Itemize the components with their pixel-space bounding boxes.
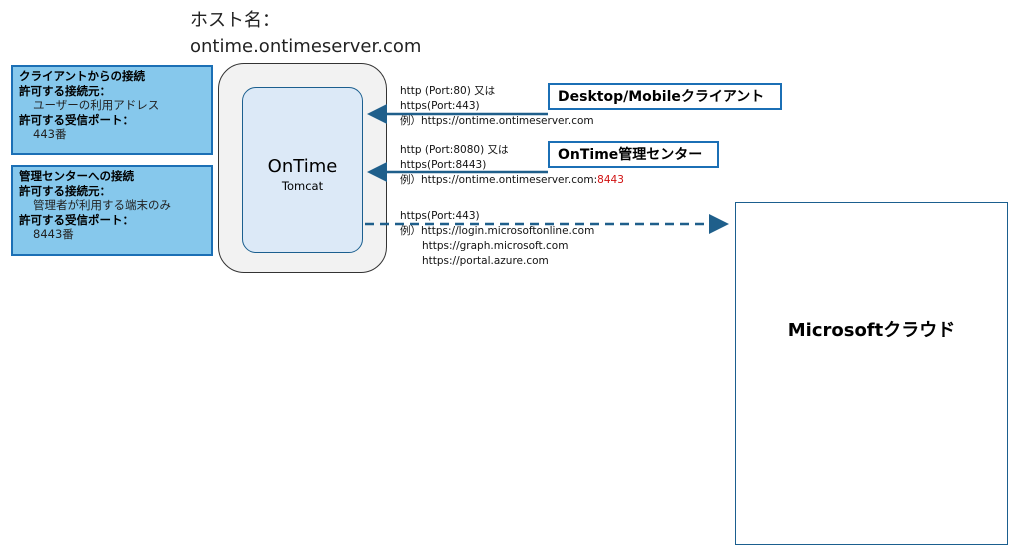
microsoft-connection-line3: https://graph.microsoft.com [422, 240, 569, 252]
microsoft-connection-line4: https://portal.azure.com [422, 255, 549, 267]
admin-url-port: 8443 [597, 174, 624, 186]
client-source-label: 許可する接続元： [19, 83, 111, 98]
ontime-server: OnTime Tomcat [242, 87, 363, 253]
admin-center-box: OnTime管理センター [548, 141, 719, 168]
hostname-value: ontime.ontimeserver.com [190, 36, 422, 57]
admin-source-label: 許可する接続元： [19, 183, 111, 198]
admin-source-value: 管理者が利用する端末のみ [33, 198, 171, 212]
admin-port-label: 許可する受信ポート： [19, 212, 134, 227]
admin-center-label: OnTime管理センター [558, 147, 703, 163]
client-access-title: クライアントからの接続 [19, 69, 146, 83]
desktop-client-box: Desktop/Mobileクライアント [548, 83, 782, 110]
hostname-label: ホスト名： [190, 10, 280, 31]
admin-connection-line1: http (Port:8080) 又は [400, 144, 509, 156]
client-connection-line1: http (Port:80) 又は [400, 85, 496, 97]
client-connection-line3: 例）https://ontime.ontimeserver.com [400, 115, 594, 127]
admin-connection-line2: https(Port:8443) [400, 159, 487, 171]
client-source-value: ユーザーの利用アドレス [33, 98, 160, 112]
admin-connection-annotation: http (Port:8080) 又は https(Port:8443) 例）h… [400, 143, 624, 188]
client-port-label: 許可する受信ポート： [19, 112, 134, 127]
microsoft-cloud-label: Microsoftクラウド [787, 319, 956, 341]
microsoft-cloud-box: Microsoftクラウド [735, 202, 1008, 545]
microsoft-connection-line2: 例）https://login.microsoftonline.com [400, 225, 595, 237]
server-subtitle: Tomcat [281, 179, 324, 193]
microsoft-connection-annotation: https(Port:443) 例）https://login.microsof… [400, 209, 594, 269]
admin-access-title: 管理センターへの接続 [19, 169, 134, 183]
client-connection-line2: https(Port:443) [400, 100, 480, 112]
client-port-value: 443番 [33, 127, 67, 141]
hostname-block: ホスト名： ontime.ontimeserver.com [190, 8, 421, 60]
microsoft-connection-line1: https(Port:443) [400, 210, 480, 222]
server-name: OnTime [267, 156, 338, 177]
admin-connection-line3: 例）https://ontime.ontimeserver.com:8443 [400, 173, 624, 188]
desktop-client-label: Desktop/Mobileクライアント [558, 89, 765, 105]
client-connection-annotation: http (Port:80) 又は https(Port:443) 例）http… [400, 84, 594, 129]
admin-port-value: 8443番 [33, 227, 74, 241]
client-access-box: クライアントからの接続 許可する接続元： ユーザーの利用アドレス 許可する受信ポ… [11, 65, 213, 155]
admin-url-prefix: 例）https://ontime.ontimeserver.com: [400, 174, 598, 186]
admin-access-box: 管理センターへの接続 許可する接続元： 管理者が利用する端末のみ 許可する受信ポ… [11, 165, 213, 256]
